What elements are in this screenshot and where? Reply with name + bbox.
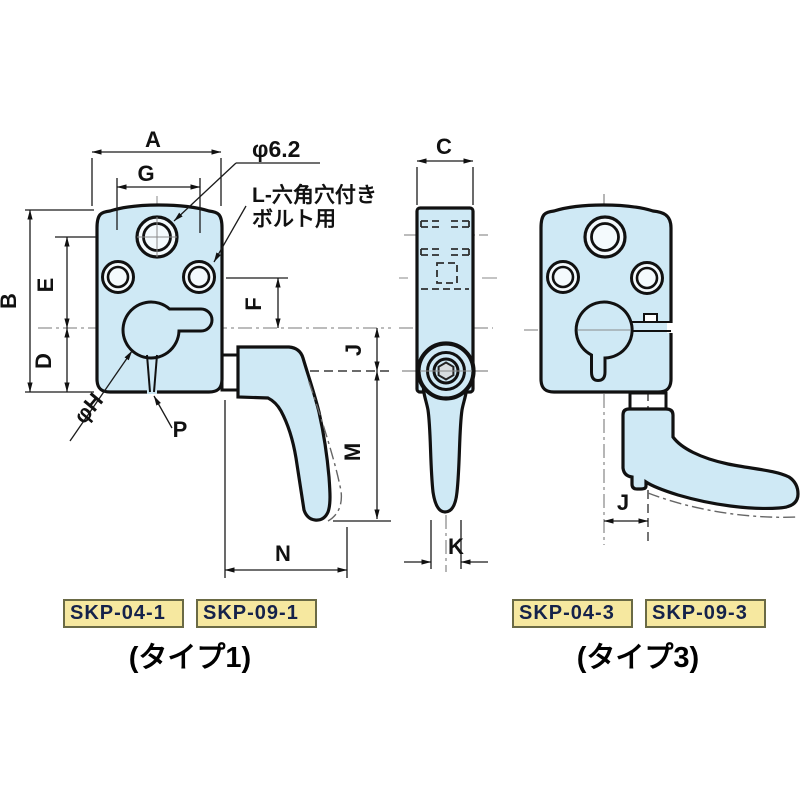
dim-label-d: D: [31, 353, 56, 369]
bolt-note-line2: ボルト用: [252, 208, 336, 231]
front-view-type3: J: [524, 194, 800, 545]
side-view: C K: [399, 134, 497, 572]
clamp-plate-type3: [539, 203, 673, 394]
clamp-lever-type1: [236, 345, 332, 522]
socket-bolt-holes-type1: [101, 215, 216, 294]
type3-caption: (タイプ3): [576, 642, 700, 674]
dim-j-front: J: [341, 327, 380, 372]
dim-j-type3: J: [603, 490, 649, 524]
clamp-lever-side: [421, 379, 469, 514]
dim-label-f: F: [241, 297, 266, 310]
dim-label-a: A: [145, 127, 161, 152]
dim-k: K: [404, 520, 488, 569]
dim-f: F: [226, 277, 288, 329]
hidden-lines-side: [420, 220, 470, 290]
dim-label-g: G: [137, 161, 154, 186]
keyhole-slot-type3: [574, 300, 634, 383]
dim-label-m: M: [340, 443, 365, 461]
dim-a: A: [91, 127, 222, 206]
dim-label-p: P: [173, 417, 188, 442]
socket-bolt-holes-type3: [546, 215, 664, 295]
dim-d: D: [31, 327, 70, 393]
hole-diameter-label: φ6.2: [252, 136, 300, 162]
keyhole-slot-type1: [121, 300, 214, 360]
front-view-type1: A G B E D F: [0, 127, 391, 578]
dim-g: G: [116, 161, 201, 233]
dim-n: N: [224, 400, 348, 578]
dim-label-n: N: [275, 541, 291, 566]
model-tag-skp-09-1: SKP-09-1: [196, 599, 317, 628]
lever-phantom-type1: [308, 381, 343, 522]
dim-e: E: [33, 236, 96, 329]
dim-label-j-type3: J: [617, 490, 629, 515]
dim-label-e: E: [33, 278, 58, 293]
dim-label-b: B: [0, 293, 21, 309]
clamp-slit-type3: [578, 313, 673, 333]
dim-label-j-front: J: [341, 344, 366, 356]
model-tag-skp-04-1: SKP-04-1: [63, 599, 184, 628]
callout-hole-diameter: φ6.2: [173, 136, 320, 222]
lever-neck-type1: [220, 353, 240, 392]
type1-caption: (タイプ1): [128, 642, 252, 674]
dim-m: M: [333, 370, 391, 522]
dim-b: B: [0, 209, 94, 393]
model-tag-skp-04-3: SKP-04-3: [512, 599, 633, 628]
model-tag-skp-09-3: SKP-09-3: [645, 599, 766, 628]
dim-c: C: [416, 134, 474, 205]
callout-p: P: [153, 395, 188, 442]
pivot-boss: [416, 341, 476, 401]
lever-phantom-type3: [647, 492, 799, 518]
dim-label-k: K: [448, 534, 464, 559]
clamp-slit-type1: [146, 354, 158, 394]
bolt-note-line1: L-六角穴付き: [252, 183, 377, 207]
dim-label-c: C: [436, 134, 452, 159]
clamp-lever-type3: [621, 407, 800, 511]
callout-bolt-note: L-六角穴付き ボルト用: [213, 183, 377, 263]
